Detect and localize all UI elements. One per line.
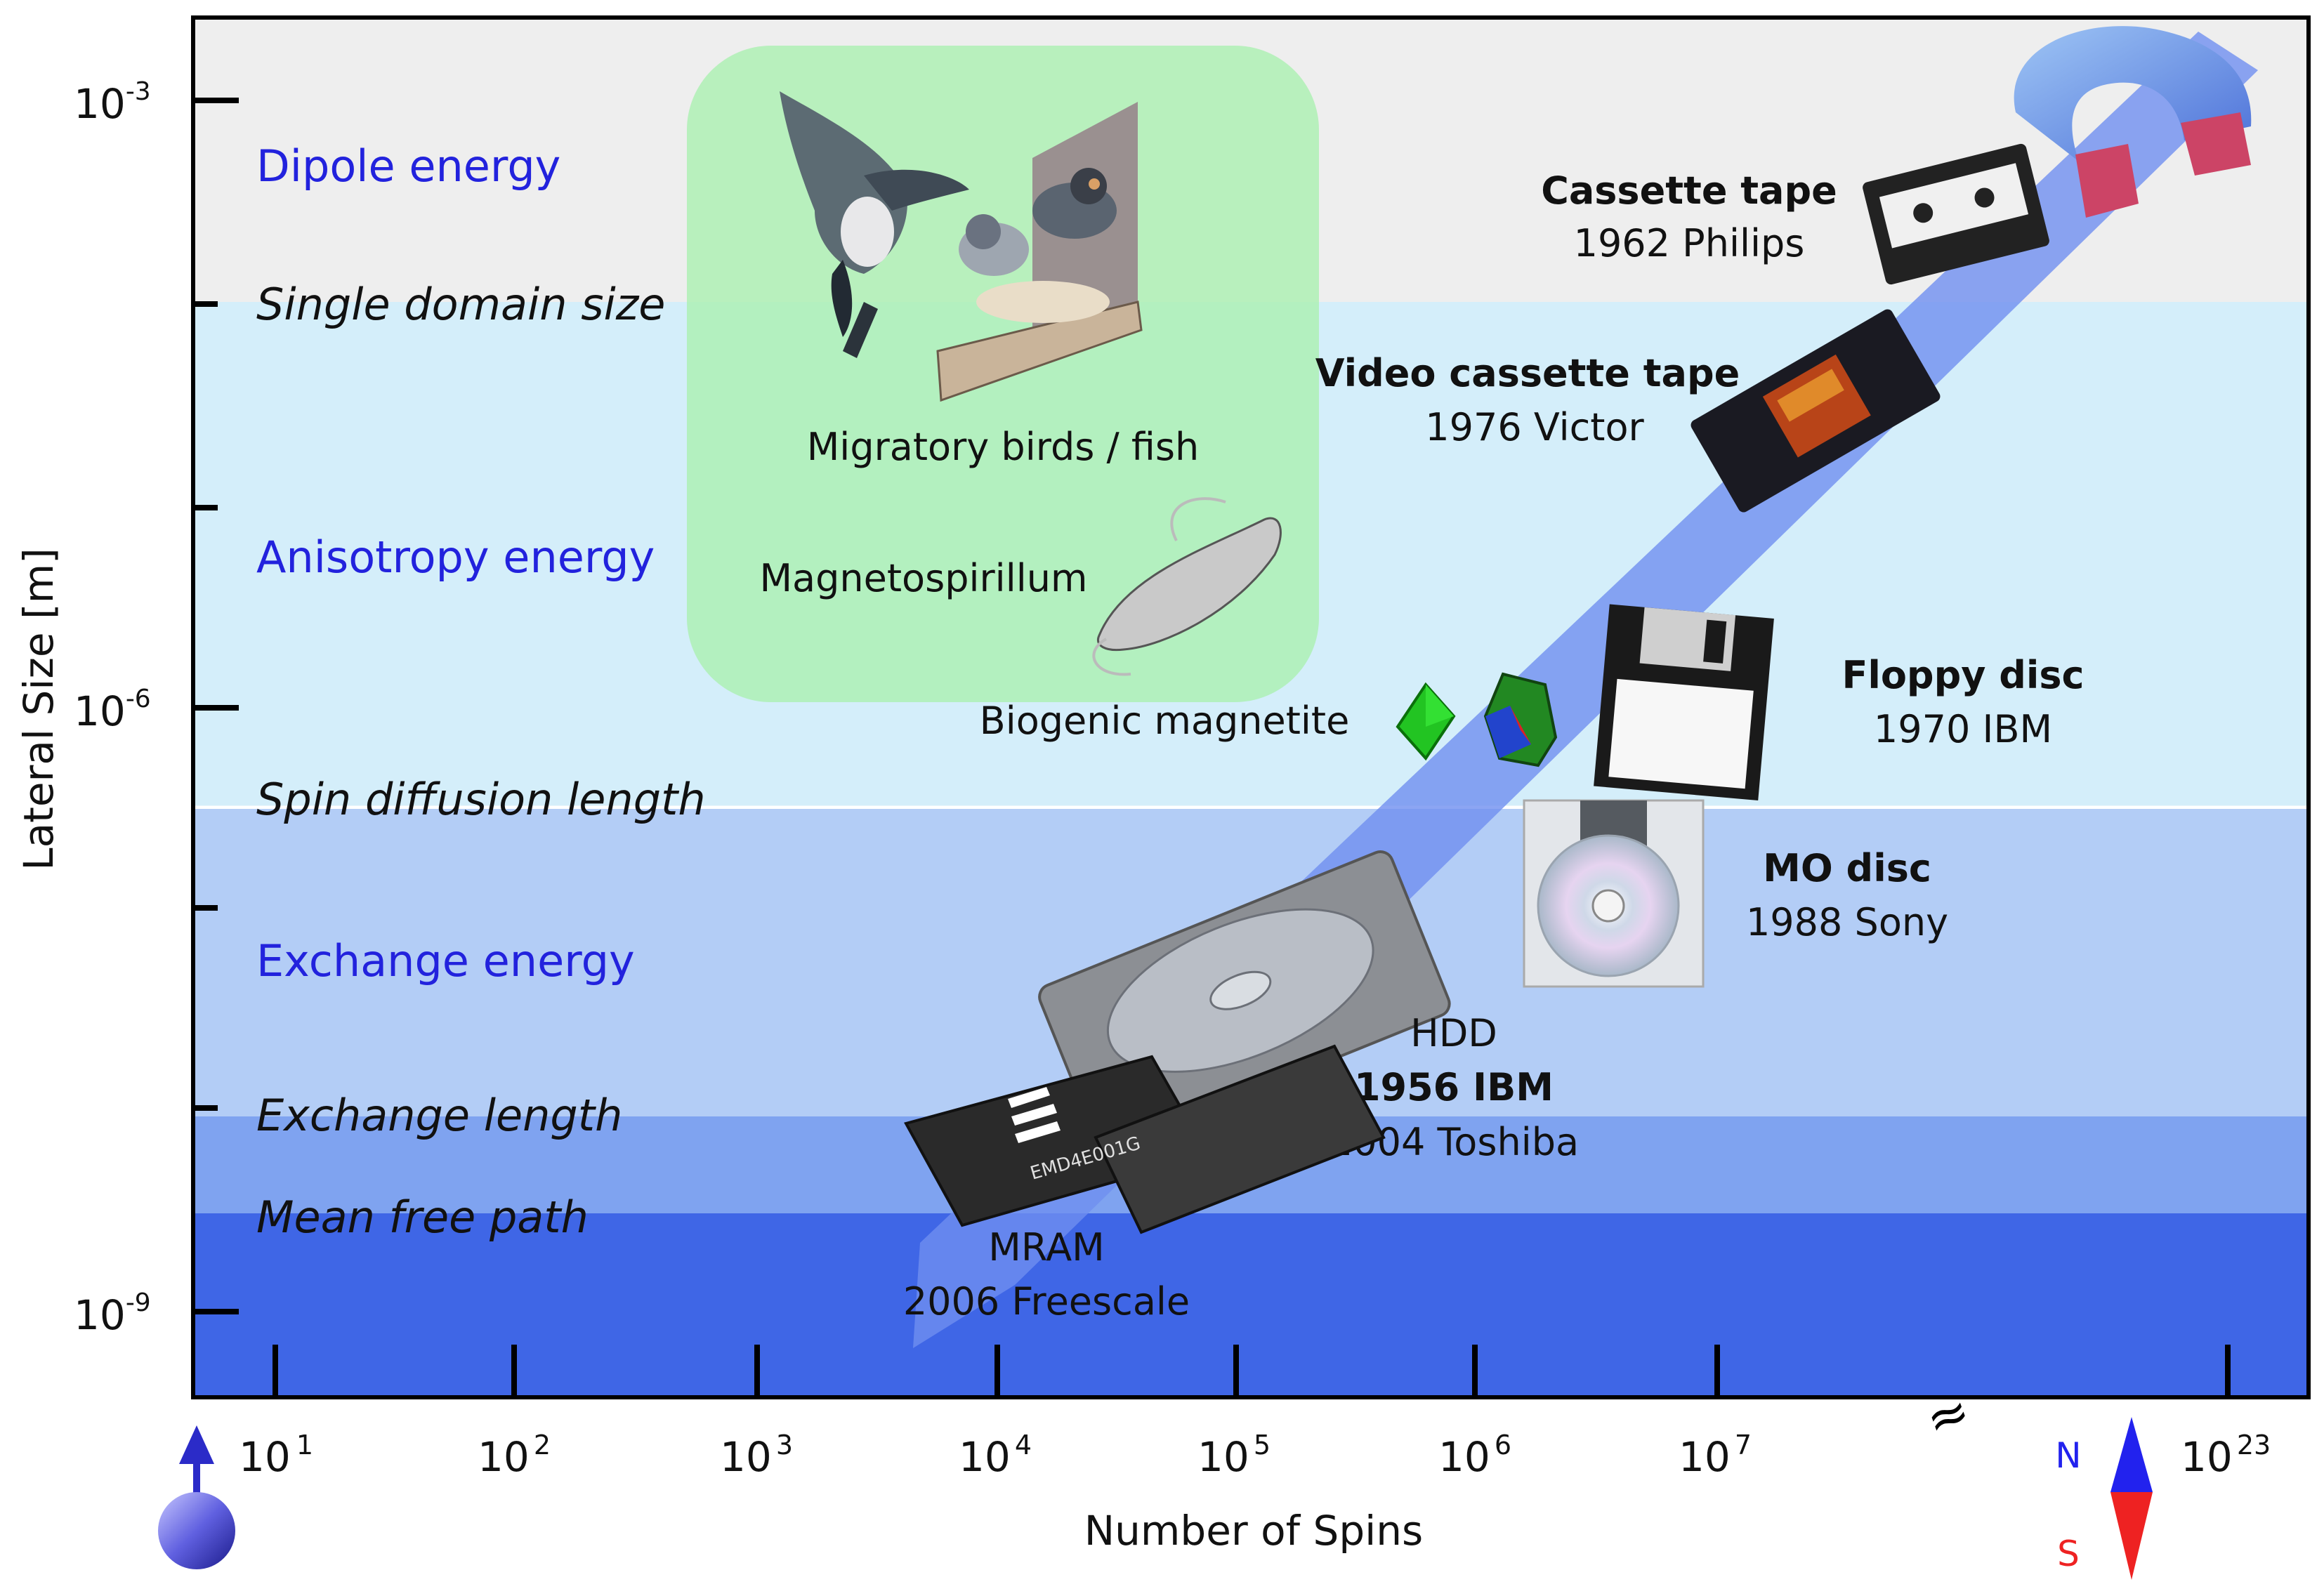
bio-panel: Migratory birds / fish Magnetospirillum	[687, 46, 1319, 702]
y-tick-1e-9: 10-9	[74, 1288, 151, 1339]
x-axis-title: Number of Spins	[1084, 1507, 1424, 1555]
floppy-disc-icon	[1594, 604, 1774, 800]
dipole-energy-label: Dipole energy	[256, 140, 560, 192]
video-cassette-label: Video cassette tape	[1315, 351, 1740, 395]
migratory-birds-label: Migratory birds / fish	[807, 425, 1200, 469]
hdd-year-1: 1956 IBM	[1354, 1065, 1554, 1109]
video-cassette-year: 1976 Victor	[1425, 405, 1644, 449]
mean-free-path-band	[193, 1213, 2309, 1397]
horseshoe-magnet-icon	[2014, 26, 2252, 218]
mram-label: MRAM	[988, 1225, 1104, 1269]
region-labels: Dipole energy Single domain size Anisotr…	[256, 140, 706, 1243]
compass-needle-icon: N S	[2055, 1417, 2153, 1580]
magnetospirillum-label: Magnetospirillum	[759, 556, 1087, 600]
nestlings-icon	[959, 168, 1117, 323]
bird-icon	[780, 91, 969, 358]
cassette-tape-label: Cassette tape	[1541, 169, 1837, 213]
x-axis	[273, 1345, 2231, 1397]
magnet-pole-right	[2181, 112, 2251, 176]
hdd-label: HDD	[1410, 1011, 1497, 1055]
mean-free-path-label: Mean free path	[256, 1192, 589, 1243]
video-cassette-icon	[1691, 309, 1941, 513]
single-domain-size-label: Single domain size	[256, 279, 665, 330]
cassette-tape-icon	[1863, 143, 2049, 285]
magnetite-crystal-2-icon	[1483, 672, 1558, 767]
floppy-disc-year: 1970 IBM	[1874, 707, 2052, 751]
cassette-tape-year: 1962 Philips	[1574, 221, 1805, 265]
chip-logo	[1008, 1087, 1061, 1143]
magnetospirillum-icon	[1092, 497, 1282, 676]
y-axis	[193, 98, 239, 1314]
magnetite-crystal-icon	[1396, 682, 1456, 761]
y-tick-labels: 10-3 10-6 10-9	[74, 77, 151, 1339]
mo-disc-year: 1988 Sony	[1746, 900, 1948, 944]
mram-year: 2006 Freescale	[903, 1279, 1190, 1324]
y-tick-1e-3: 10-3	[74, 77, 151, 128]
biogenic-magnetite-label: Biogenic magnetite	[980, 699, 1350, 743]
y-axis-title: Lateral Size [m]	[15, 548, 63, 870]
compass-north-label: N	[2055, 1435, 2081, 1476]
exchange-energy-label: Exchange energy	[256, 935, 635, 987]
spin-diffusion-length-label: Spin diffusion length	[256, 774, 706, 825]
floppy-disc-label: Floppy disc	[1842, 653, 2084, 697]
anisotropy-energy-label: Anisotropy energy	[256, 532, 655, 583]
compass-south-label: S	[2057, 1534, 2080, 1574]
y-tick-1e-6: 10-6	[74, 685, 151, 735]
compass-south	[2110, 1492, 2153, 1580]
mo-disc-label: MO disc	[1763, 846, 1931, 890]
magnet-pole-left	[2075, 144, 2139, 218]
mo-disc-icon	[1523, 799, 1705, 988]
exchange-length-label: Exchange length	[256, 1090, 622, 1141]
compass-north	[2110, 1417, 2153, 1492]
mram-chip-icon: EMD4E001G	[904, 1044, 1386, 1234]
single-spin-icon	[158, 1425, 235, 1569]
